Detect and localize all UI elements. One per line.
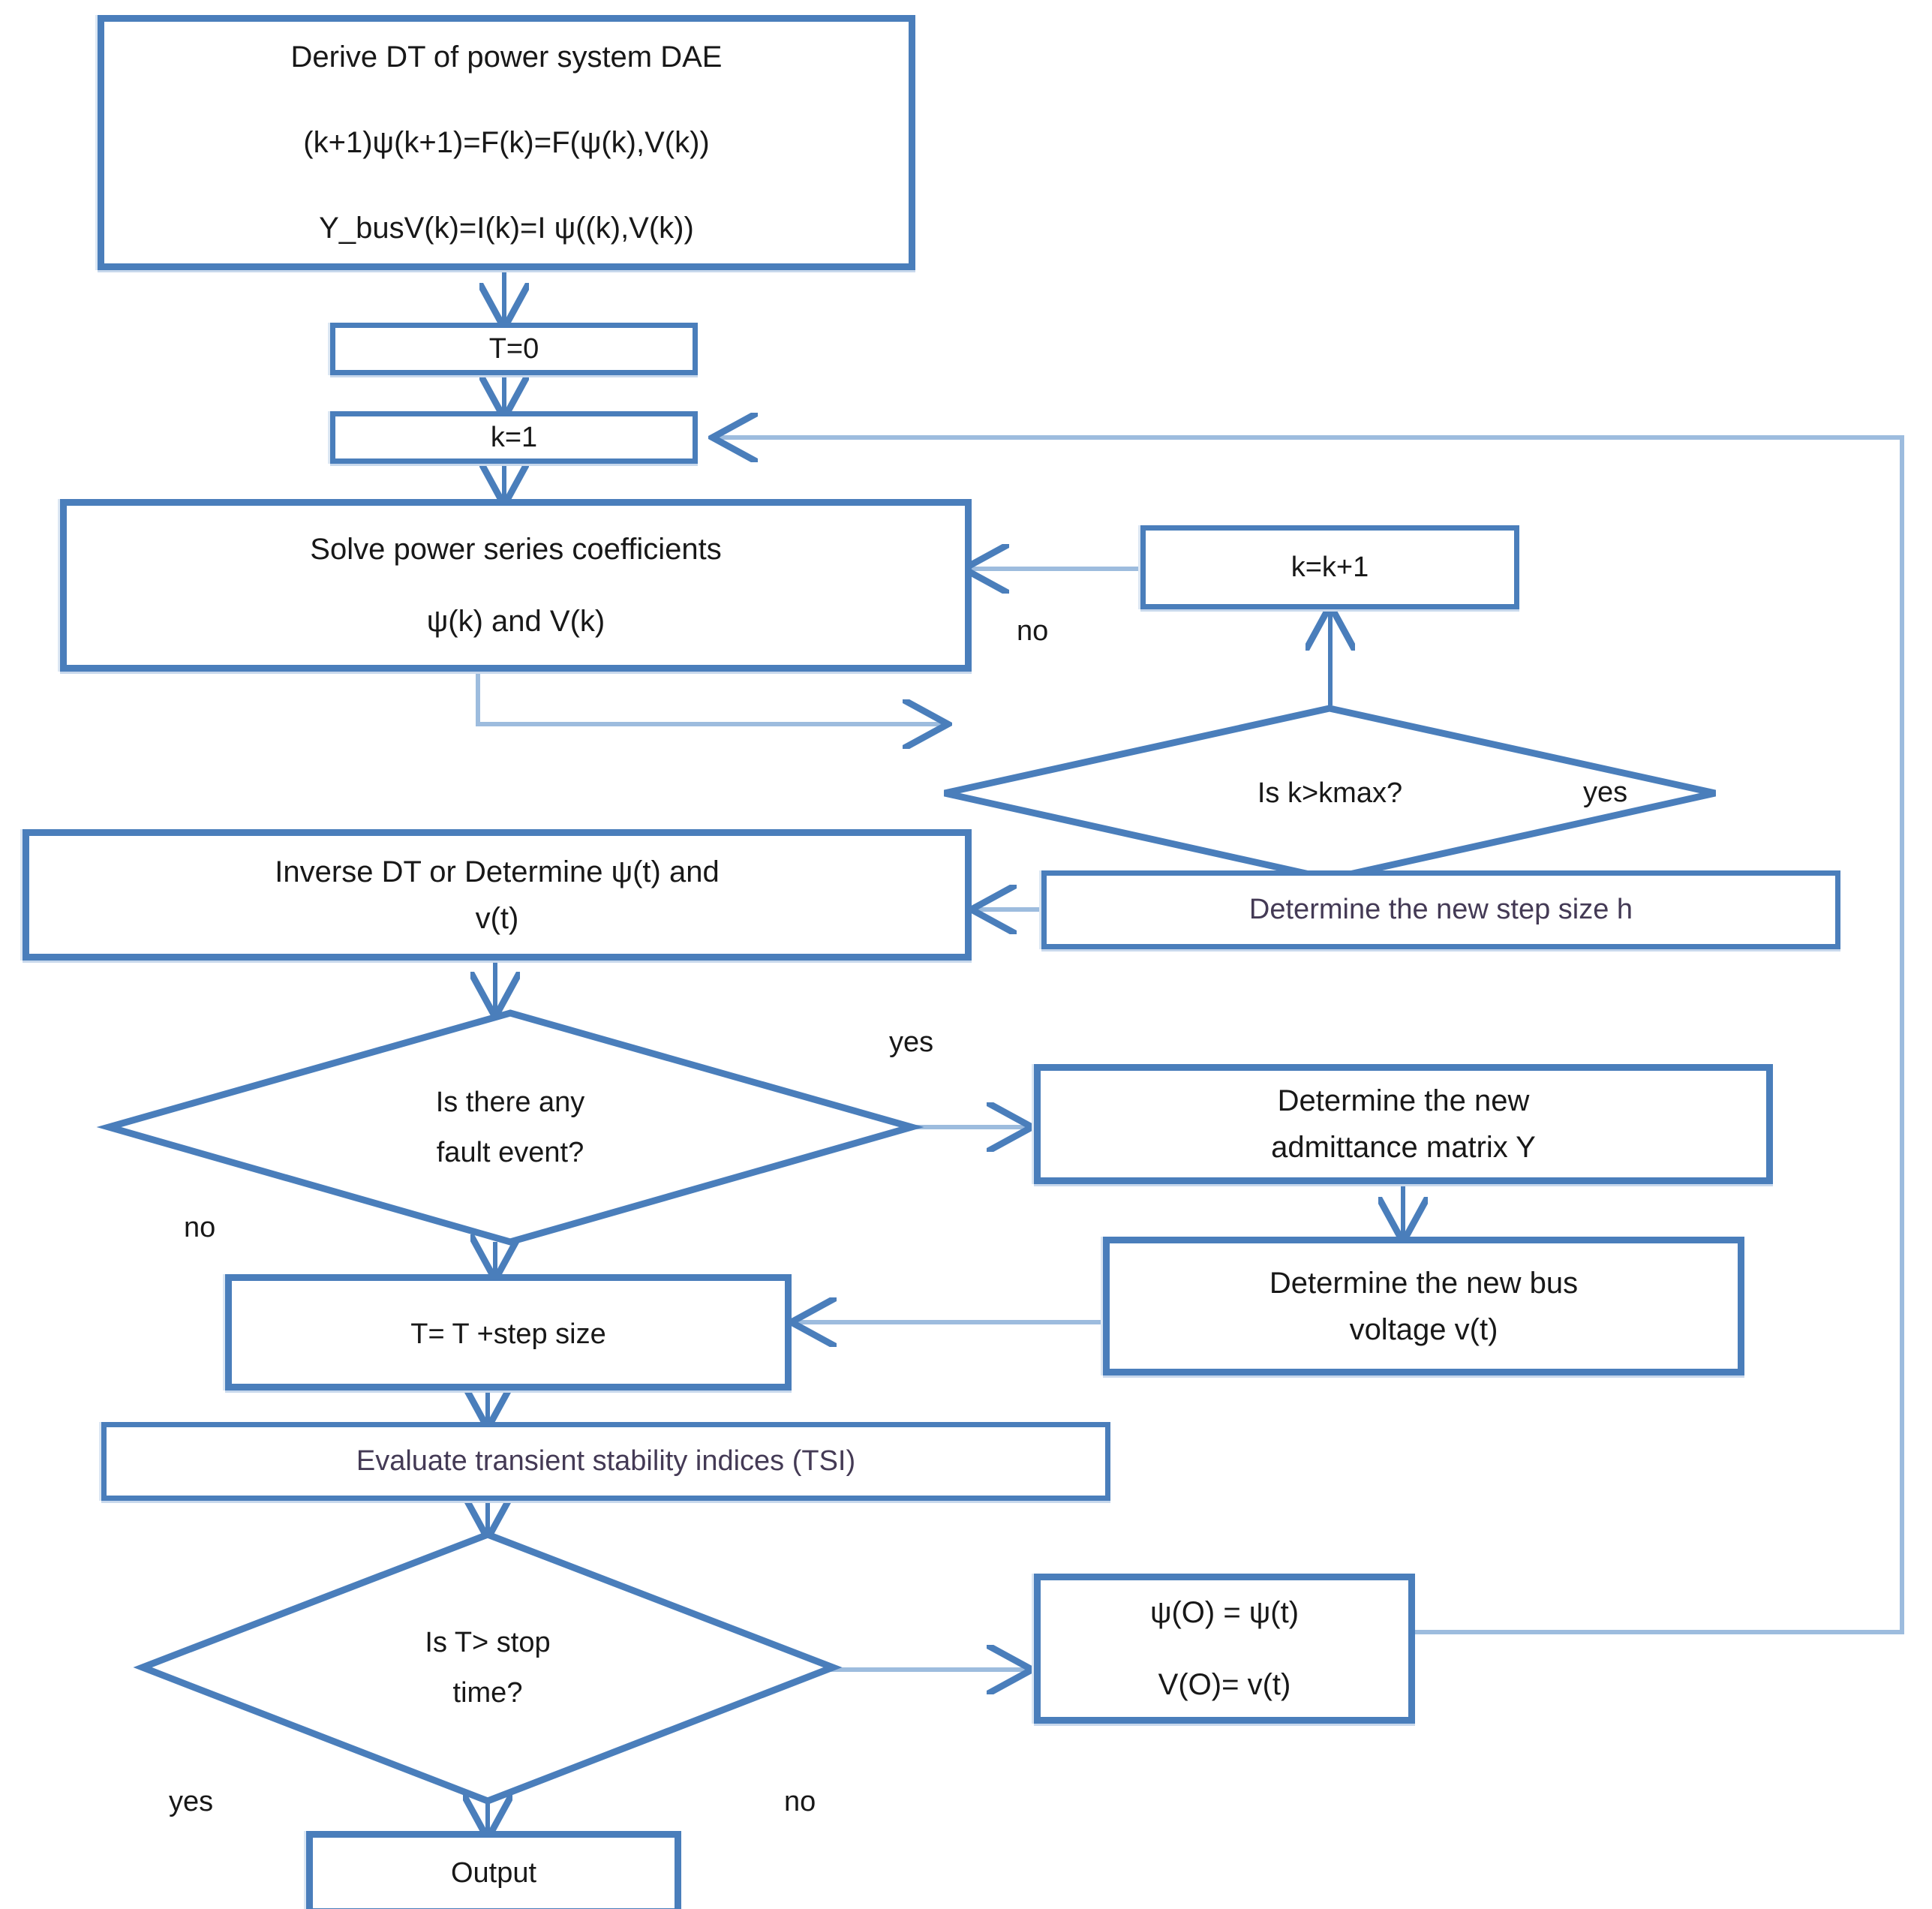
inverse-dt-line1: Inverse DT or Determine ψ(t) and	[275, 855, 720, 888]
k-increment-label: k=k+1	[1291, 551, 1369, 583]
stop-diamond-shape	[133, 1531, 843, 1805]
edge-label-fault-yes: yes	[889, 1027, 934, 1058]
admittance-line2: admittance matrix Y	[1271, 1131, 1536, 1164]
stop-decision-label-wrap: Is T> stop time?	[139, 1531, 837, 1805]
admittance-line1: Determine the new	[1277, 1084, 1530, 1117]
bus-voltage-line2: voltage v(t)	[1349, 1312, 1498, 1346]
node-admittance: Determine the new admittance matrix Y	[1034, 1064, 1773, 1184]
fault-decision-line1: Is there any	[435, 1087, 585, 1118]
node-k-one: k=1	[330, 411, 698, 464]
reinit-line2: V(O)= v(t)	[1158, 1668, 1291, 1701]
fault-decision-line2: fault event?	[436, 1136, 584, 1168]
t-zero-label: T=0	[488, 332, 539, 365]
bus-voltage-line1: Determine the new bus	[1269, 1266, 1579, 1300]
node-k-increment: k=k+1	[1140, 525, 1519, 609]
node-solve-coefficients: Solve power series coefficients ψ(k) and…	[60, 499, 972, 672]
edge-label-kmax-yes: yes	[1583, 777, 1628, 808]
edge-label-fault-no: no	[184, 1212, 216, 1243]
fault-diamond-shape	[96, 1009, 924, 1246]
edge-label-kmax-no: no	[1017, 615, 1049, 647]
edge-label-stop-no: no	[784, 1786, 816, 1817]
node-stop-decision: Is T> stop time?	[133, 1531, 843, 1805]
reinit-line1: ψ(O) = ψ(t)	[1149, 1596, 1300, 1629]
node-reinit: ψ(O) = ψ(t) V(O)= v(t)	[1034, 1574, 1415, 1724]
derive-dt-line1: Derive DT of power system DAE	[290, 41, 723, 74]
derive-dt-line3: Y_busV(k)=I(k)=I ψ((k),V(k))	[319, 212, 694, 245]
node-derive-dt: Derive DT of power system DAE (k+1)ψ(k+1…	[98, 15, 915, 270]
k-one-label: k=1	[490, 421, 538, 453]
inverse-dt-line2: v(t)	[475, 901, 519, 935]
node-inverse-dt: Inverse DT or Determine ψ(t) and v(t)	[23, 829, 972, 961]
evaluate-tsi-label: Evaluate transient stability indices (TS…	[356, 1445, 856, 1478]
kmax-decision-label: Is k>kmax?	[1257, 777, 1403, 810]
node-t-increment: T= T +step size	[225, 1274, 792, 1390]
node-fault-decision: Is there any fault event?	[96, 1009, 924, 1246]
t-increment-label: T= T +step size	[410, 1318, 606, 1350]
derive-dt-line2: (k+1)ψ(k+1)=F(k)=F(ψ(k),V(k))	[303, 126, 710, 159]
node-step-size: Determine the new step size h	[1041, 870, 1840, 949]
node-evaluate-tsi: Evaluate transient stability indices (TS…	[101, 1422, 1110, 1501]
edge-solve-to-kmax	[476, 670, 944, 724]
solve-coefficients-line1: Solve power series coefficients	[310, 533, 722, 566]
stop-decision-line1: Is T> stop	[425, 1627, 551, 1658]
solve-coefficients-line2: ψ(k) and V(k)	[426, 605, 605, 638]
step-size-label: Determine the new step size h	[1248, 894, 1633, 926]
node-bus-voltage: Determine the new bus voltage v(t)	[1103, 1237, 1744, 1375]
node-t-zero: T=0	[330, 323, 698, 375]
fault-decision-label-wrap: Is there any fault event?	[105, 1009, 915, 1246]
kmax-decision-label-wrap: Is k>kmax?	[942, 705, 1718, 882]
stop-decision-line2: time?	[452, 1676, 523, 1709]
output-label: Output	[450, 1856, 537, 1889]
node-output: Output	[306, 1831, 681, 1909]
edge-label-stop-yes: yes	[169, 1786, 214, 1817]
